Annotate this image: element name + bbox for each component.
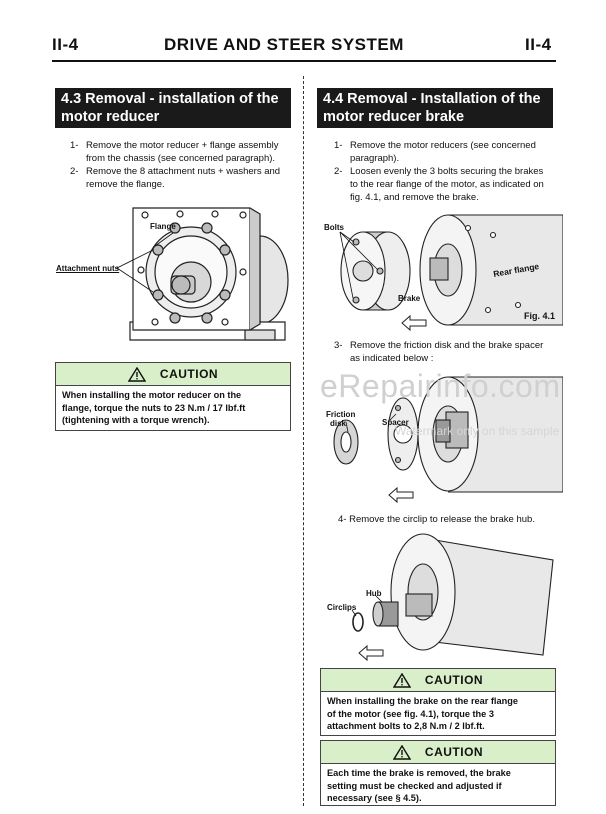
label-hub: Hub xyxy=(366,589,382,598)
section-44-steps: 1- Remove the motor reducers (see concer… xyxy=(334,139,558,204)
caution-text: When installing the motor reducer on the… xyxy=(62,390,246,425)
label-spacer: Spacer xyxy=(382,418,409,427)
caution-text: When installing the brake on the rear fl… xyxy=(327,696,518,731)
label-brake: Brake xyxy=(398,294,421,303)
caution-box-44-install: CAUTION When installing the brake on the… xyxy=(320,668,556,736)
warning-triangle-icon xyxy=(392,672,411,688)
section-44-step-1: 1- Remove the motor reducers (see concer… xyxy=(334,140,536,164)
section-43-title: 4.3 Removal - installation of the motor … xyxy=(55,88,291,128)
motor-reducer-flange-figure xyxy=(116,207,289,341)
label-friction-disk: Friction disk xyxy=(326,410,356,428)
label-fig-4-1: Fig. 4.1 xyxy=(524,311,556,321)
figure-friction-disk-spacer xyxy=(333,376,563,504)
section-44-step-4: 4- Remove the circlip to release the bra… xyxy=(338,514,535,525)
caution-box-43: CAUTION When installing the motor reduce… xyxy=(55,362,291,431)
watermark-subtext: Watermark only on this sample xyxy=(395,424,560,438)
section-44-title-line2: motor reducer brake xyxy=(323,109,465,125)
warning-triangle-icon xyxy=(127,366,146,382)
section-43-title-line1: 4.3 Removal - installation of the xyxy=(61,91,279,107)
caution-header: CAUTION xyxy=(321,669,555,692)
label-attachment-nuts: Attachment nuts xyxy=(56,264,120,273)
label-circlips: Circlips xyxy=(327,603,357,612)
figure-4-1-brake-removal xyxy=(339,214,563,332)
section-44-title: 4.4 Removal - Installation of the motor … xyxy=(317,88,553,128)
header-rule xyxy=(52,60,556,62)
section-44-title-line1: 4.4 Removal - Installation of the xyxy=(323,91,541,107)
page-number-left: II-4 xyxy=(52,35,79,54)
caution-header: CAUTION xyxy=(321,741,555,764)
section-43-step-2: 2- Remove the 8 attachment nuts + washer… xyxy=(70,166,281,190)
figure-circlip-hub xyxy=(351,533,554,662)
column-divider xyxy=(303,76,304,806)
page-number-right: II-4 xyxy=(525,35,552,54)
label-bolts: Bolts xyxy=(324,223,344,232)
section-44-step-2: 2- Loosen evenly the 3 bolts securing th… xyxy=(334,166,544,203)
caution-header: CAUTION xyxy=(56,363,290,386)
label-flange: Flange xyxy=(150,222,176,231)
warning-triangle-icon xyxy=(392,744,411,760)
page-title: DRIVE AND STEER SYSTEM xyxy=(164,35,404,54)
watermark: eRepairinfo.com xyxy=(320,368,561,404)
section-44-step-3: 3- Remove the friction disk and the brak… xyxy=(334,340,544,364)
section-43-steps: 1- Remove the motor reducer + flange ass… xyxy=(70,139,295,191)
caution-box-44-setting: CAUTION Each time the brake is removed, … xyxy=(320,740,556,806)
caution-text: Each time the brake is removed, the brak… xyxy=(327,768,511,803)
section-43-title-line2: motor reducer xyxy=(61,109,160,125)
section-43-step-1: 1- Remove the motor reducer + flange ass… xyxy=(70,140,279,164)
